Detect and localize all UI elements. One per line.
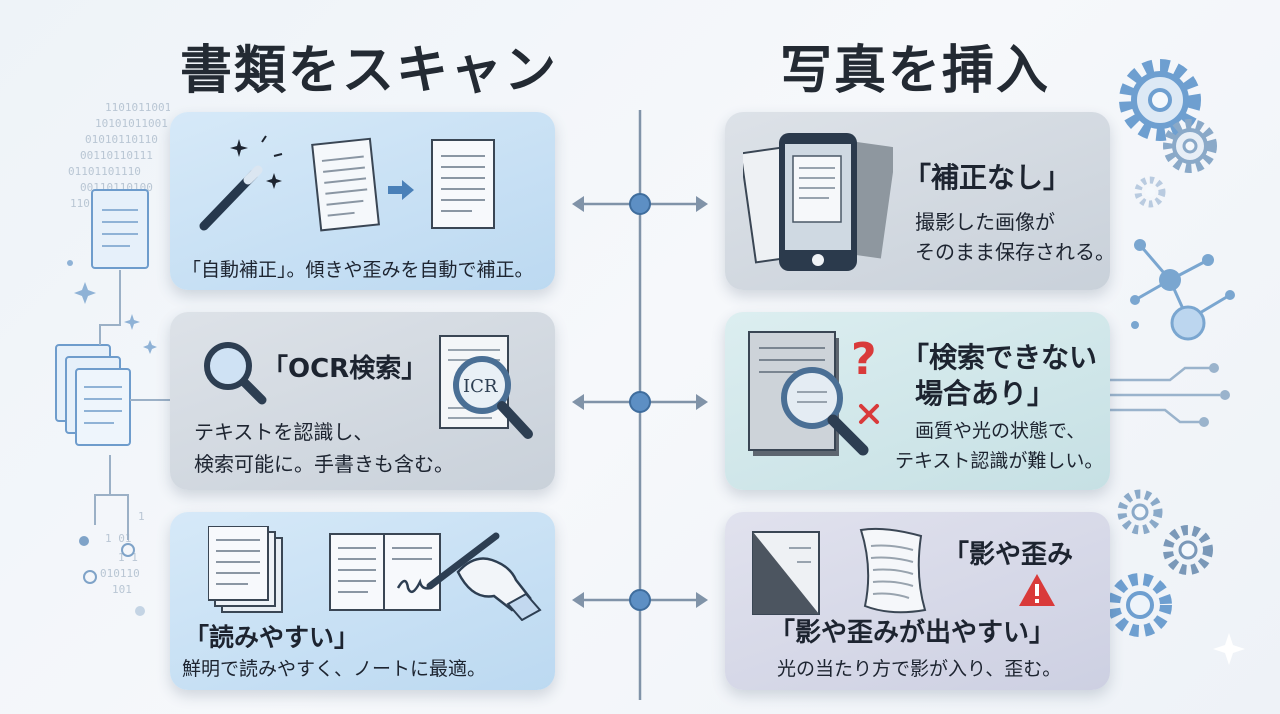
card-shadow-distortion: 「影や歪み 「影や歪みが出やすい」 光の当たり方で影が入り、歪む。	[725, 512, 1110, 690]
gear-icon	[1119, 59, 1201, 141]
center-connector	[572, 110, 708, 700]
gear-icon	[1163, 525, 1213, 575]
sparkle-icon	[1213, 633, 1245, 665]
shadow-distortion-heading: 「影や歪みが出やすい」	[769, 618, 1056, 648]
gear-icon	[1134, 176, 1166, 208]
cross-icon	[859, 404, 879, 424]
gear-icon	[1117, 489, 1163, 535]
card-readable: 「読みやすい」 鮮明で読みやすく、ノートに最適。	[170, 512, 555, 690]
card-ocr-search: 「OCR検索」 ICR テキストを認識し、 検索可能に。手書きも含む。	[170, 312, 555, 490]
binary-text-top-3: 00110110111	[80, 149, 153, 162]
smartphone-icon	[779, 133, 857, 271]
right-column-title: 写真を挿入	[780, 41, 1051, 101]
binary-text-bottom-0: 1	[138, 510, 145, 523]
magnifier-icon: ICR	[453, 356, 533, 439]
not-searchable-line-2: テキスト認識が難しい。	[895, 450, 1104, 472]
binary-text-bottom-3: 010110	[100, 567, 140, 580]
warped-document-icon	[859, 527, 927, 614]
not-searchable-heading-line-2: 場合あり」	[915, 377, 1056, 410]
skewed-document-icon	[311, 137, 380, 232]
document-stack-icon	[55, 344, 131, 446]
warning-icon	[1019, 574, 1055, 606]
no-correction-heading: 「補正なし」	[903, 161, 1072, 194]
connector-row-2	[572, 391, 708, 413]
gear-icon	[1110, 573, 1172, 637]
corrected-document-icon	[431, 139, 495, 229]
connector-row-3	[572, 589, 708, 611]
right-decoration	[1110, 59, 1245, 665]
readable-heading: 「読みやすい」	[184, 623, 360, 652]
question-mark-icon: ?	[851, 334, 877, 385]
ocr-search-line-2: 検索可能に。手書きも含む。	[194, 452, 454, 476]
binary-text-top-1: 10101011001	[95, 117, 168, 130]
magnifier-icon	[204, 342, 267, 405]
card-no-correction: 「補正なし」 撮影した画像が そのまま保存される。	[725, 112, 1110, 290]
shadow-distortion-label: 「影や歪み	[943, 540, 1074, 570]
no-correction-line-2: そのまま保存される。	[915, 240, 1110, 264]
left-column-title: 書類をスキャン	[180, 41, 559, 101]
writing-hand-icon	[426, 532, 542, 621]
shadowed-document-icon	[752, 531, 820, 615]
document-stack-icon	[208, 526, 283, 613]
card-not-searchable: ? 「検索できない 場合あり」 画質や光の状態で、 テキスト認識が難しい。	[725, 312, 1110, 490]
no-correction-line-1: 撮影した画像が	[915, 210, 1055, 234]
binary-text-top-4: 01101101110	[68, 165, 141, 178]
document-icon	[91, 189, 149, 269]
connector-row-1	[572, 193, 708, 215]
auto-correction-description: 「自動補正」。傾きや歪みを自動で補正。	[182, 259, 534, 281]
gear-icon	[1163, 119, 1217, 173]
readable-description: 鮮明で読みやすく、ノートに最適。	[182, 658, 487, 680]
magic-wand-icon	[199, 135, 283, 231]
binary-text-bottom-1: 1 01	[105, 532, 132, 545]
card-auto-correction: 「自動補正」。傾きや歪みを自動で補正。	[170, 112, 555, 290]
notebook-icon	[329, 533, 441, 611]
ocr-search-line-1: テキストを認識し、	[194, 420, 374, 444]
not-searchable-heading-line-1: 「検索できない	[901, 341, 1098, 374]
magnifier-icon	[781, 367, 869, 456]
arrow-right-icon	[388, 180, 414, 200]
shadow-distortion-description: 光の当たり方で影が入り、歪む。	[777, 658, 1062, 680]
ocr-search-heading: 「OCR検索」	[262, 354, 428, 384]
binary-text-top-2: 01010110110	[85, 133, 158, 146]
not-searchable-line-1: 画質や光の状態で、	[915, 420, 1086, 442]
binary-text-bottom-2: 1 1	[118, 551, 138, 564]
icr-label: ICR	[463, 376, 498, 397]
binary-text-bottom-4: 101	[112, 583, 132, 596]
